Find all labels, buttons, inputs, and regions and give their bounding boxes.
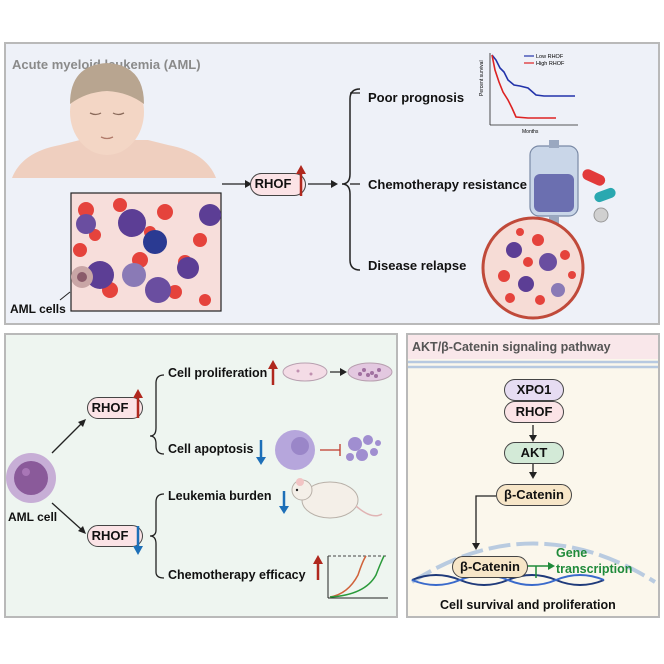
survival-legend-low: Low RHOF: [536, 54, 564, 60]
effect-chemo-efficacy: Chemotherapy efficacy: [168, 568, 306, 582]
aml-cell-icon: [6, 453, 56, 503]
bottom-left-panel: [4, 333, 398, 618]
aml-cell-label: AML cell: [8, 510, 58, 524]
pathway-title: AKT/β-Catenin signaling pathway: [412, 340, 611, 354]
outcome-disease-relapse: Disease relapse: [368, 258, 467, 273]
pathway-footer: Cell survival and proliferation: [440, 598, 616, 612]
gene-label: Gene: [556, 546, 588, 560]
effect-cell-proliferation: Cell proliferation: [168, 366, 268, 380]
survival-legend-high: High RHOF: [536, 61, 565, 67]
effect-cell-apoptosis: Cell apoptosis: [168, 442, 254, 456]
rhof-node-up: RHOF: [87, 397, 143, 419]
survival-xlabel: Months: [522, 129, 539, 135]
patient-figure: [12, 63, 216, 178]
apoptotic-cell-icon: [275, 430, 315, 470]
petri-dish-dense-icon: [347, 362, 393, 382]
pathway-header-bar: [408, 335, 658, 359]
pathway-node-beta-catenin: β-Catenin: [496, 484, 572, 506]
petri-dish-icon: [282, 362, 328, 382]
pathway-node-rhof: RHOF: [504, 401, 564, 423]
rhof-node-down: RHOF: [87, 525, 143, 547]
pathway-node-akt: AKT: [504, 442, 564, 464]
outcome-poor-prognosis: Poor prognosis: [368, 90, 465, 105]
blood-smear-inset: [70, 192, 222, 312]
pathway-node-beta-catenin-nuclear: β-Catenin: [452, 556, 528, 578]
efficacy-curve-icon: [327, 555, 388, 599]
pills-icon: [582, 169, 616, 223]
transcription-label: transcription: [556, 562, 633, 576]
effect-leukemia-burden: Leukemia burden: [168, 489, 272, 503]
pathway-node-xpo1: XPO1: [504, 379, 564, 401]
rhof-node-top: RHOF: [250, 173, 306, 196]
survival-ylabel: Percent survival: [479, 60, 485, 96]
relapse-smear-icon: [481, 216, 585, 320]
outcome-chemo-resistance: Chemotherapy resistance: [368, 177, 527, 192]
fragmented-cell-icon: [346, 435, 381, 461]
survival-line-low: [491, 54, 575, 97]
survival-line-high: [491, 54, 556, 119]
aml-cells-label: AML cells: [10, 302, 66, 316]
mouse-icon: [291, 478, 383, 519]
